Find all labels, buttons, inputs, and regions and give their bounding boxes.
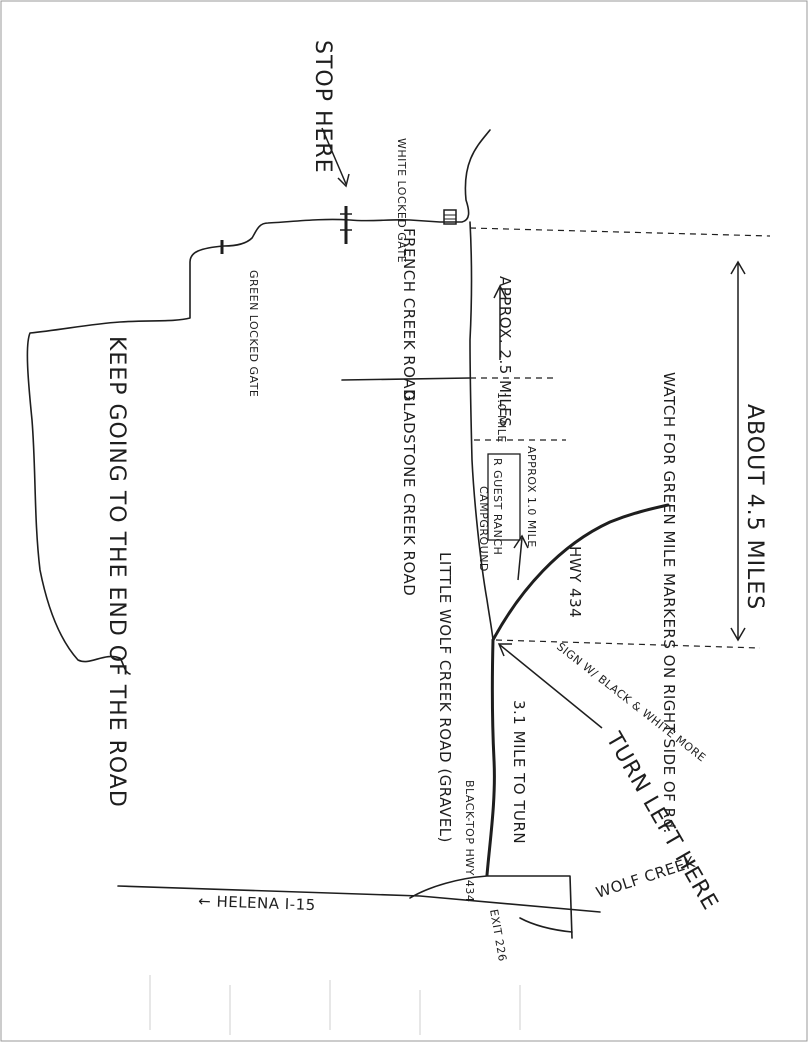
approx-arrow-head [493, 284, 507, 299]
one-mile-arrow-head [513, 534, 529, 549]
hwy-434-curve [491, 503, 670, 642]
campground-label: CAMPGROUND [477, 486, 490, 572]
helena-i15-label: ← HELENA I-15 [198, 892, 316, 914]
hwy-dash [495, 639, 761, 649]
white-locked-gate-marker [340, 206, 352, 244]
one-mile-label: 1.0 MILE [495, 392, 508, 443]
one-mile-arrow [517, 537, 523, 581]
gate-box-marker [443, 209, 457, 225]
stop-here-label: STOP HERE [310, 40, 335, 174]
three-one-mile-label: 3.1 MILE TO TURN [510, 700, 528, 844]
gladstone-creek-road-label: GLADSTONE CREEK ROAD [400, 390, 418, 596]
turn-left-arrow-head [497, 643, 512, 657]
little-wolf-creek-road-label: LITTLE WOLF CREEK ROAD (GRAVEL) [436, 552, 454, 843]
i-15-line [117, 885, 601, 913]
exit-ramp [519, 917, 573, 933]
little-wolf-creek-road-line [469, 221, 494, 641]
white-locked-gate-label: WHITE LOCKED GATE [395, 138, 408, 263]
blacktop-hwy-line [485, 638, 496, 877]
green-locked-gate-label: GREEN LOCKED GATE [247, 270, 260, 397]
french-creek-dash [469, 227, 771, 237]
turn-left-arrow [499, 644, 603, 729]
about-4-5-miles-label: ABOUT 4.5 MILES [742, 404, 767, 610]
hwy-434-upper-label: HWY 434 [566, 546, 584, 618]
arrow-head-bottom [730, 627, 746, 642]
blacktop-hwy-label: BLACK-TOP HWY 434 [463, 780, 476, 902]
stop-arrow-head [337, 173, 350, 188]
arrow-head-top [730, 260, 746, 275]
gladstone-creek-road-line [341, 377, 471, 381]
i-15-line-lower [409, 875, 573, 939]
exit-226-label: EXIT 226 [487, 908, 509, 962]
guest-ranch-label: R GUEST RANCH [491, 458, 504, 555]
scan-marks [149, 975, 521, 1035]
stop-here-arrow [321, 127, 347, 185]
watch-green-markers-label: WATCH FOR GREEN MILE MARKERS ON RIGHT SI… [660, 372, 678, 834]
approx-1-mile-label: APPROX 1.0 MILE [525, 446, 538, 548]
guest-ranch-box [487, 453, 521, 541]
approx-2-5-miles-label: APPROX. 2.5 MILES [496, 276, 514, 427]
french-creek-road-label: FRENCH CREEK ROAD [400, 228, 418, 401]
keep-going-label: KEEP GOING TO THE END OF THE ROAD [104, 336, 129, 808]
creek-line [26, 129, 491, 675]
